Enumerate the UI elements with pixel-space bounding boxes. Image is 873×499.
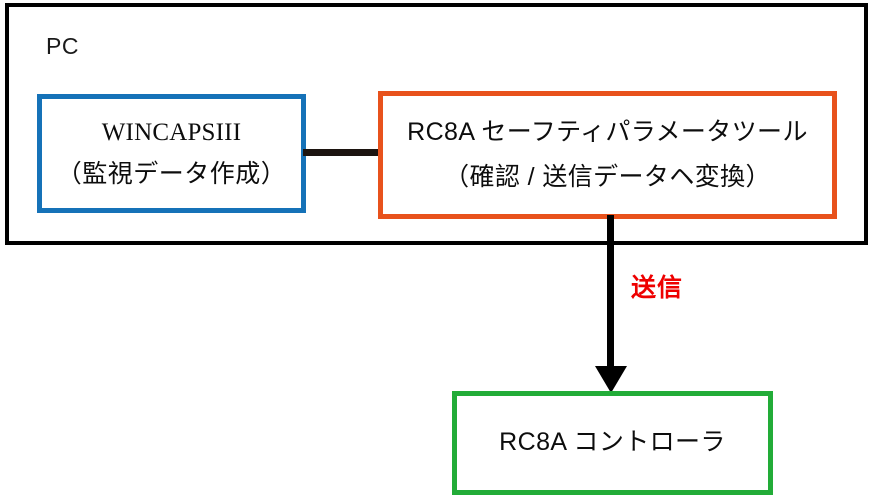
connector-tool-to-controller-label: 送信: [631, 274, 684, 302]
arrow-down-icon: [595, 366, 627, 393]
node-wincaps[interactable]: WINCAPSIII （監視データ作成）: [37, 94, 306, 213]
connector-tool-to-controller-shaft: [607, 215, 614, 372]
node-rc8a-controller-line-1: RC8A コントローラ: [499, 428, 726, 457]
node-safety-parameter-tool[interactable]: RC8A セーフティパラメータツール （確認 / 送信データヘ変換）: [378, 91, 837, 219]
node-rc8a-controller[interactable]: RC8A コントローラ: [452, 391, 773, 495]
node-wincaps-line-2: （監視データ作成）: [56, 159, 287, 188]
node-safety-parameter-tool-line-2: （確認 / 送信データヘ変換）: [444, 162, 771, 191]
pc-enclosure-label: PC: [46, 33, 79, 59]
node-wincaps-line-1: WINCAPSIII: [101, 119, 242, 146]
node-safety-parameter-tool-line-1: RC8A セーフティパラメータツール: [407, 118, 808, 146]
connector-wincaps-to-tool: [303, 149, 381, 156]
